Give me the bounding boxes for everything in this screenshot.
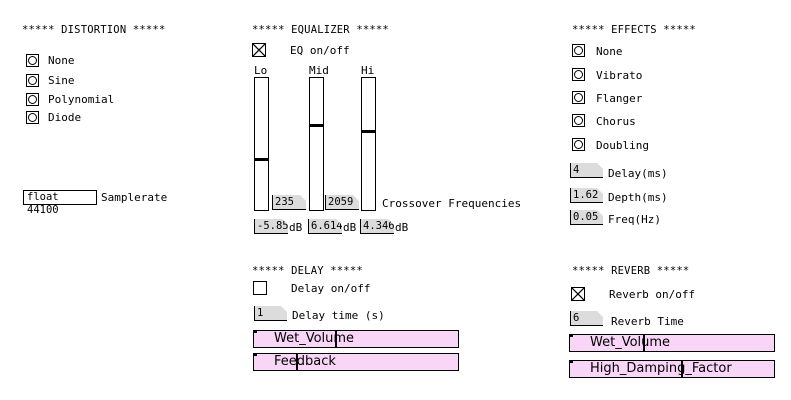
crossover-label: Crossover Frequencies: [382, 197, 522, 210]
reverb-time-label: Reverb Time: [611, 315, 684, 328]
delay-wet-volume-slider[interactable]: Wet_Volume: [253, 330, 459, 348]
distortion-header: ***** DISTORTION *****: [22, 24, 166, 36]
samplerate-message[interactable]: float 44100: [23, 190, 97, 216]
delay-wet-volume-label: Wet_Volume: [274, 331, 355, 346]
effects-radio-doubling[interactable]: [572, 138, 585, 151]
delay-feedback-label: Feedback: [274, 354, 336, 369]
reverb-damping-thumb[interactable]: [681, 361, 683, 377]
eq-mid-slider-thumb[interactable]: [310, 124, 323, 127]
delay-feedback-slider[interactable]: Feedback: [253, 353, 459, 371]
slider-corner-mark: [254, 331, 257, 333]
delay-toggle-label: Delay on/off: [291, 282, 371, 295]
eq-mid-db-number[interactable]: 6.614: [308, 219, 342, 234]
reverb-wet-volume-slider[interactable]: Wet_Volume: [569, 334, 775, 352]
effects-header: ***** EFFECTS *****: [572, 24, 696, 36]
eq-band-mid-label: Mid: [309, 64, 329, 77]
eq-lo-slider[interactable]: [254, 77, 269, 211]
distortion-radio-polynomial[interactable]: [26, 93, 39, 106]
eq-lo-db-number[interactable]: -5.85: [254, 219, 288, 234]
distortion-radio-sine[interactable]: [26, 74, 39, 87]
eq-mid-slider[interactable]: [309, 77, 324, 211]
delay-header: ***** DELAY *****: [252, 265, 363, 277]
eq-hi-slider[interactable]: [361, 77, 376, 211]
delay-feedback-thumb[interactable]: [296, 354, 298, 370]
eq-toggle-label: EQ on/off: [290, 44, 350, 57]
delay-wet-volume-thumb[interactable]: [335, 331, 337, 347]
reverb-damping-slider[interactable]: High_Damping_Factor: [569, 360, 775, 378]
delay-toggle[interactable]: [253, 281, 267, 295]
reverb-time-number[interactable]: 6: [570, 311, 603, 326]
eq-mid-db-unit: dB: [343, 221, 357, 234]
distortion-option-polynomial-label: Polynomial: [48, 93, 115, 106]
eq-lo-slider-thumb[interactable]: [255, 158, 268, 161]
crossover-low-number[interactable]: 235: [272, 195, 306, 210]
effects-option-chorus-label: Chorus: [596, 115, 636, 128]
distortion-option-none-label: None: [48, 54, 75, 67]
checkmark-x-icon: [572, 288, 584, 300]
effects-radio-none[interactable]: [572, 44, 585, 57]
effects-radio-chorus[interactable]: [572, 114, 585, 127]
eq-toggle[interactable]: [252, 43, 266, 57]
eq-hi-db-number[interactable]: 4.346: [360, 219, 394, 234]
eq-hi-db-unit: dB: [395, 221, 409, 234]
reverb-toggle[interactable]: [571, 287, 585, 301]
eq-lo-db-unit: dB: [289, 221, 303, 234]
delay-time-number[interactable]: 1: [254, 306, 287, 321]
effects-radio-flanger[interactable]: [572, 91, 585, 104]
eq-band-lo-label: Lo: [254, 64, 268, 77]
effects-delay-ms-label: Delay(ms): [608, 167, 668, 180]
reverb-toggle-label: Reverb on/off: [609, 288, 696, 301]
distortion-option-diode-label: Diode: [48, 111, 82, 124]
reverb-header: ***** REVERB *****: [572, 265, 690, 277]
effects-delay-ms-number[interactable]: 4: [570, 163, 603, 178]
effects-freq-hz-label: Freq(Hz): [608, 213, 661, 226]
distortion-radio-diode[interactable]: [26, 111, 39, 124]
equalizer-header: ***** EQUALIZER *****: [252, 24, 389, 36]
slider-corner-mark: [570, 361, 573, 363]
effects-option-flanger-label: Flanger: [596, 92, 643, 105]
slider-corner-mark: [254, 354, 257, 356]
effects-depth-ms-number[interactable]: 1.62: [570, 188, 603, 203]
slider-corner-mark: [570, 335, 573, 337]
effects-option-vibrato-label: Vibrato: [596, 69, 643, 82]
reverb-wet-volume-thumb[interactable]: [643, 335, 645, 351]
eq-hi-slider-thumb[interactable]: [362, 130, 375, 133]
effects-freq-hz-number[interactable]: 0.05: [570, 210, 603, 225]
effects-radio-vibrato[interactable]: [572, 68, 585, 81]
effects-depth-ms-label: Depth(ms): [608, 191, 668, 204]
reverb-damping-label: High_Damping_Factor: [590, 361, 732, 376]
effects-option-doubling-label: Doubling: [596, 139, 649, 152]
samplerate-label: Samplerate: [101, 191, 168, 204]
distortion-radio-none[interactable]: [26, 54, 39, 67]
reverb-wet-volume-label: Wet_Volume: [590, 335, 671, 350]
crossover-high-number[interactable]: 2059: [325, 195, 359, 210]
distortion-option-sine-label: Sine: [48, 74, 75, 87]
eq-band-hi-label: Hi: [361, 64, 375, 77]
effects-option-none-label: None: [596, 45, 623, 58]
checkmark-x-icon: [253, 44, 265, 56]
delay-time-label: Delay time (s): [292, 309, 385, 322]
